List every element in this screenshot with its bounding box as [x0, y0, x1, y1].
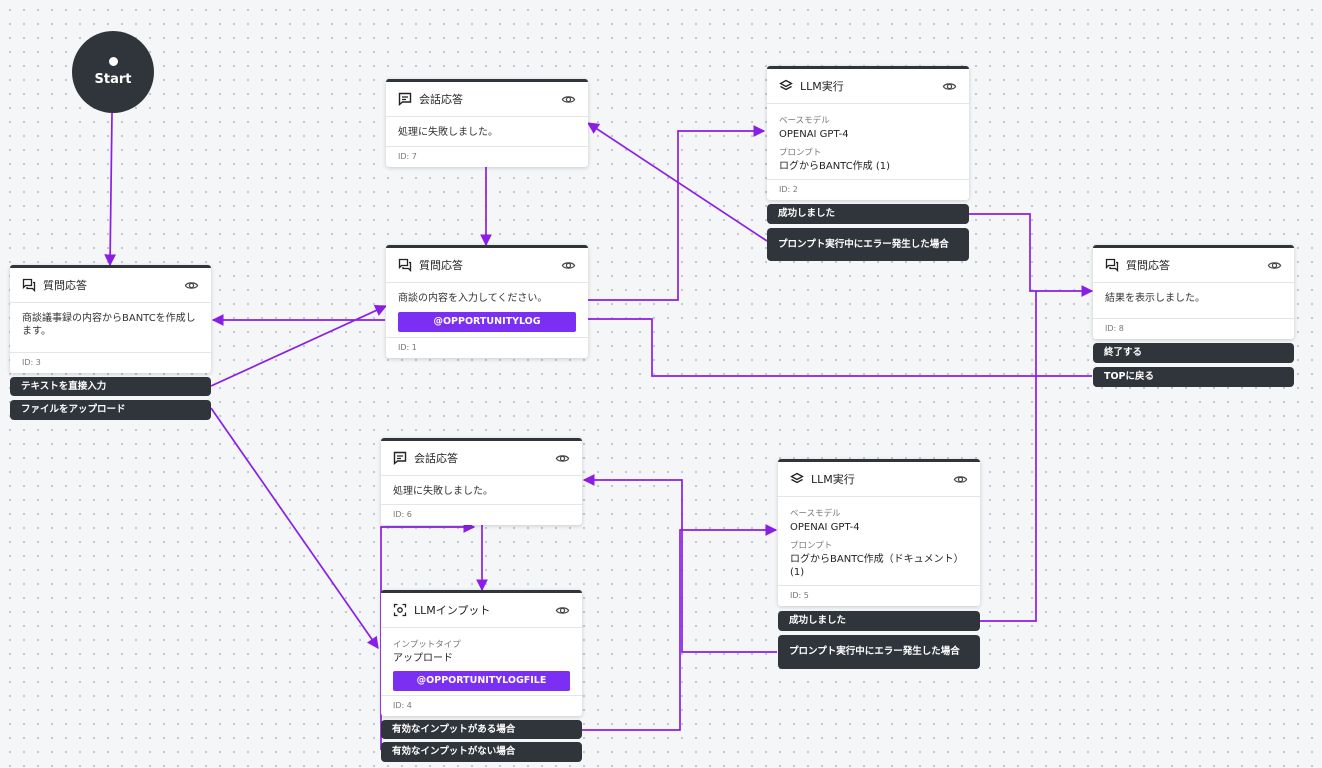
- start-node[interactable]: Start: [72, 31, 154, 113]
- node-title: 会話応答: [414, 452, 458, 465]
- node-title: 質問応答: [1126, 259, 1170, 272]
- variable-button[interactable]: @OPPORTUNITYLOG: [398, 312, 576, 332]
- prompt-value: ログからBANTC作成（ドキュメント）(1): [790, 554, 964, 578]
- eye-icon[interactable]: [555, 603, 570, 618]
- question-bubbles-icon: [22, 278, 36, 292]
- eye-icon[interactable]: [942, 79, 957, 94]
- eye-icon[interactable]: [953, 472, 968, 487]
- node-id: ID: 2: [767, 179, 969, 200]
- base-model-label: ベースモデル: [790, 509, 841, 519]
- node-title: LLMインプット: [414, 604, 491, 617]
- input-type-value: アップロード: [393, 653, 453, 664]
- prompt-label: プロンプト: [779, 148, 822, 158]
- choice-file-upload[interactable]: ファイルをアップロード: [10, 400, 211, 420]
- eye-icon[interactable]: [1267, 258, 1282, 273]
- node-question-3[interactable]: 質問応答 商談議事録の内容からBANTCを作成します。 ID: 3: [10, 265, 211, 373]
- node-conversation-reply-7[interactable]: 会話応答 処理に失敗しました。 ID: 7: [386, 79, 588, 167]
- layers-icon: [779, 79, 793, 93]
- layers-icon: [790, 472, 804, 486]
- node-llm-execute-2[interactable]: LLM実行 ベースモデル OPENAI GPT-4 プロンプト ログからBANT…: [767, 66, 969, 200]
- node-id: ID: 5: [778, 585, 980, 606]
- node-message: 処理に失敗しました。: [393, 486, 493, 497]
- question-bubbles-icon: [398, 258, 412, 272]
- edge-node1-to-node2: [588, 125, 766, 301]
- node-title: 会話応答: [419, 93, 463, 106]
- node-title: 質問応答: [419, 259, 463, 272]
- choice-back-to-top[interactable]: TOPに戻る: [1093, 367, 1294, 387]
- output-success-2[interactable]: 成功しました: [767, 204, 969, 224]
- edge-node4-valid-to-node5: [582, 524, 778, 731]
- node-question-1[interactable]: 質問応答 商談の内容を入力してください。 @OPPORTUNITYLOG ID:…: [386, 245, 588, 358]
- base-model-value: OPENAI GPT-4: [779, 129, 849, 140]
- chat-bubble-icon: [393, 451, 407, 465]
- node-llm-execute-5[interactable]: LLM実行 ベースモデル OPENAI GPT-4 プロンプト ログからBANT…: [778, 459, 980, 606]
- node-id: ID: 7: [386, 146, 588, 167]
- question-bubbles-icon: [1105, 258, 1119, 272]
- node-title: LLM実行: [800, 80, 844, 93]
- node-id: ID: 4: [381, 695, 582, 716]
- node-conversation-reply-6[interactable]: 会話応答 処理に失敗しました。 ID: 6: [381, 438, 582, 525]
- edge-node5-success-to-node8: [980, 291, 1037, 622]
- choice-finish[interactable]: 終了する: [1093, 343, 1294, 363]
- node-message: 結果を表示しました。: [1105, 293, 1205, 304]
- output-invalid-input[interactable]: 有効なインプットがない場合: [381, 742, 582, 762]
- node-question-8[interactable]: 質問応答 結果を表示しました。 ID: 8: [1093, 245, 1294, 339]
- input-type-label: インプットタイプ: [393, 640, 461, 650]
- edge-node3-file-to-node4: [210, 407, 379, 649]
- edge-node8-top-to-node1: [588, 318, 1092, 377]
- output-valid-input[interactable]: 有効なインプットがある場合: [381, 720, 582, 739]
- start-icon: [108, 57, 118, 66]
- node-id: ID: 8: [1093, 318, 1294, 339]
- prompt-label: プロンプト: [790, 541, 833, 551]
- choice-text-input[interactable]: テキストを直接入力: [10, 377, 211, 396]
- eye-icon[interactable]: [561, 258, 576, 273]
- node-title: LLM実行: [811, 473, 855, 486]
- edge-node2-error-to-node7: [587, 122, 768, 242]
- edge-node3-text-to-node1: [210, 305, 388, 387]
- edge-node5-error-to-node6: [582, 474, 777, 653]
- input-frame-icon: [393, 603, 407, 617]
- node-message: 商談議事録の内容からBANTCを作成します。: [22, 313, 196, 337]
- node-message: 処理に失敗しました。: [398, 127, 498, 138]
- node-id: ID: 3: [10, 352, 211, 373]
- start-label: Start: [94, 72, 132, 87]
- output-error-2[interactable]: プロンプト実行中にエラー発生した場合: [767, 228, 969, 261]
- edge-node2-success-to-node8: [969, 213, 1094, 297]
- eye-icon[interactable]: [555, 451, 570, 466]
- node-title: 質問応答: [43, 279, 87, 292]
- variable-button[interactable]: @OPPORTUNITYLOGFILE: [393, 671, 570, 691]
- node-id: ID: 1: [386, 337, 588, 358]
- chat-bubble-icon: [398, 92, 412, 106]
- output-error-5[interactable]: プロンプト実行中にエラー発生した場合: [778, 635, 980, 669]
- prompt-value: ログからBANTC作成 (1): [779, 161, 891, 172]
- output-success-5[interactable]: 成功しました: [778, 611, 980, 631]
- edge-start-to-node3: [104, 112, 117, 267]
- base-model-value: OPENAI GPT-4: [790, 522, 860, 533]
- base-model-label: ベースモデル: [779, 116, 830, 126]
- node-message: 商談の内容を入力してください。: [398, 293, 548, 304]
- node-llm-input-4[interactable]: LLMインプット インプットタイプ アップロード @OPPORTUNITYLOG…: [381, 590, 582, 716]
- eye-icon[interactable]: [561, 92, 576, 107]
- node-id: ID: 6: [381, 504, 582, 525]
- eye-icon[interactable]: [184, 278, 199, 293]
